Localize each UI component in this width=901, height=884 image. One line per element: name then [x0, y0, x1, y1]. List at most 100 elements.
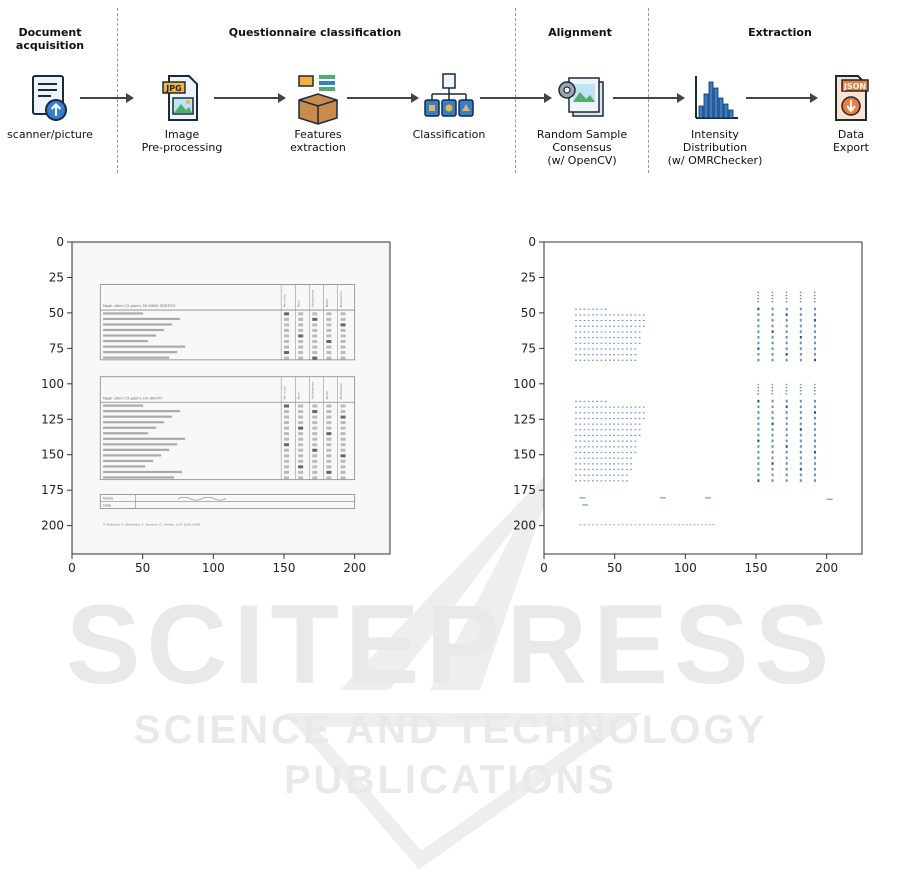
- y-tick-label: 150: [41, 448, 64, 462]
- intensity-dot: [771, 450, 774, 454]
- intensity-dot: [613, 320, 616, 322]
- intensity-dot: [771, 433, 774, 437]
- intensity-dot: [613, 524, 616, 526]
- intensity-dot: [799, 300, 802, 303]
- intensity-dot: [587, 423, 590, 425]
- intensity-dot: [617, 474, 620, 476]
- intensity-dot: [596, 337, 599, 339]
- intensity-dot: [609, 320, 611, 322]
- x-tick-label: 0: [68, 561, 76, 575]
- x-tick-label: 200: [815, 561, 838, 575]
- intensity-dot: [621, 446, 624, 448]
- intensity-image: [575, 291, 833, 526]
- intensity-dot: [771, 393, 774, 395]
- intensity-dot: [587, 314, 590, 316]
- intensity-dot: [634, 434, 637, 437]
- intensity-dot: [693, 524, 696, 526]
- intensity-dot: [596, 320, 599, 322]
- intensity-dot: [592, 434, 594, 437]
- answer-box: [284, 323, 289, 327]
- intensity-dot: [621, 331, 624, 333]
- item-text: [103, 339, 149, 343]
- item-text: [103, 351, 178, 354]
- intensity-dot: [587, 320, 590, 322]
- answer-box: [326, 421, 332, 425]
- intensity-dot: [579, 446, 582, 448]
- intensity-dot: [613, 359, 616, 361]
- intensity-dot: [604, 434, 607, 437]
- intensity-dot: [813, 358, 816, 362]
- intensity-dot: [587, 342, 590, 344]
- answer-box: [340, 470, 346, 474]
- intensity-dot: [609, 440, 611, 442]
- intensity-dot: [785, 307, 788, 311]
- answer-box: [312, 470, 318, 474]
- intensity-dot: [583, 406, 586, 408]
- intensity-dot: [587, 480, 590, 482]
- intensity-dot: [592, 348, 594, 350]
- intensity-dot: [771, 405, 774, 409]
- intensity-dot: [625, 320, 628, 322]
- step-label: Intensity Distribution (w/ OMRChecker): [667, 128, 763, 167]
- intensity-dot: [583, 412, 586, 414]
- intensity-dot: [592, 400, 594, 403]
- answer-box: [340, 432, 346, 436]
- intensity-dot: [771, 383, 774, 386]
- intensity-dot: [625, 446, 628, 448]
- intensity-dot: [625, 342, 628, 344]
- intensity-dot: [625, 331, 628, 333]
- intensity-dot: [575, 320, 577, 322]
- intensity-dot: [621, 320, 624, 322]
- intensity-dot: [785, 399, 788, 403]
- intensity-dot: [600, 359, 603, 361]
- intensity-dot: [579, 342, 582, 344]
- intensity-dot: [600, 524, 603, 526]
- intensity-dot: [583, 348, 586, 350]
- intensity-dot: [583, 320, 586, 322]
- y-tick-label: 200: [513, 519, 536, 533]
- answer-box: [340, 328, 346, 332]
- intensity-dot: [575, 440, 577, 442]
- intensity-dot: [642, 412, 645, 414]
- intensity-dot: [757, 462, 760, 465]
- intensity-dot: [630, 434, 633, 437]
- intensity-dot: [785, 445, 788, 448]
- intensity-dot: [592, 417, 594, 420]
- intensity-dot: [613, 446, 616, 448]
- x-tick-label: 50: [135, 561, 150, 575]
- intensity-dot: [689, 524, 692, 526]
- step-features-extraction: Features extraction: [248, 72, 388, 154]
- intensity-dot: [596, 325, 599, 327]
- intensity-dot: [638, 320, 641, 322]
- answer-box: [284, 437, 289, 441]
- intensity-dot: [587, 474, 590, 476]
- intensity-dot: [579, 468, 582, 471]
- intensity-dot: [757, 467, 760, 471]
- name-label: Nome: [103, 496, 113, 500]
- intensity-dot: [583, 446, 586, 448]
- answer-box: [326, 339, 332, 343]
- intensity-dot: [813, 422, 816, 426]
- intensity-dot: [625, 359, 628, 361]
- intensity-dot: [785, 416, 788, 420]
- intensity-dot: [600, 468, 603, 471]
- intensity-dot: [634, 423, 637, 425]
- answer-box: [284, 459, 289, 463]
- intensity-dot: [785, 386, 788, 389]
- step-label: Classification: [412, 128, 486, 141]
- item-text: [103, 323, 173, 326]
- intensity-dot: [799, 450, 802, 454]
- step-intensity-distribution: Intensity Distribution (w/ OMRChecker): [645, 72, 785, 167]
- intensity-dot: [799, 297, 802, 300]
- intensity-dot: [579, 417, 582, 420]
- column-header: Moltissimo: [339, 291, 343, 307]
- intensity-dot: [613, 342, 616, 344]
- intensity-dot: [609, 423, 611, 425]
- intensity-dot: [592, 337, 594, 339]
- intensity-dot: [604, 342, 607, 344]
- intensity-dot: [813, 324, 816, 328]
- answer-box: [284, 317, 289, 321]
- intensity-dot: [596, 468, 599, 471]
- intensity-dot: [575, 354, 577, 356]
